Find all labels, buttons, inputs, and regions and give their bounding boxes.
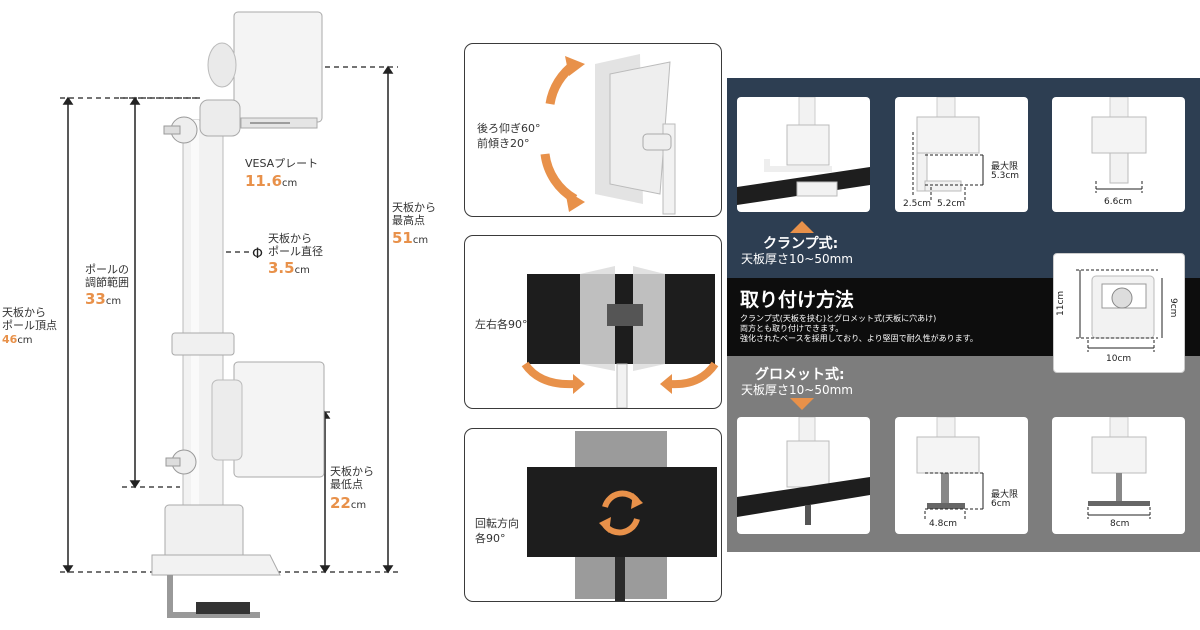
monitor-arm-illustration: Φ: [60, 11, 400, 618]
vesa-label: VESAプレート: [245, 157, 319, 170]
swivel-card: 左右各90°: [464, 235, 722, 409]
adjust-range-number: 33: [85, 290, 106, 308]
grommet-max-value: 6cm: [991, 499, 1011, 509]
clamp-back-tile: 6.6cm: [1052, 97, 1185, 212]
grommet-title: グロメット式:: [755, 367, 845, 383]
pole-diameter-label-2: ポール直径: [268, 245, 323, 258]
max-height-unit: cm: [412, 235, 429, 246]
min-height-number: 22: [330, 494, 351, 512]
pole-diameter-unit: cm: [294, 265, 310, 276]
min-height-unit: cm: [350, 500, 367, 511]
install-title: 取り付け方法: [740, 289, 855, 311]
grommet-back-tile: 8cm: [1052, 417, 1185, 534]
clamp-photo-tile: [737, 97, 870, 212]
clamp-title: クランプ式:: [763, 236, 839, 252]
grommet-diagram: [916, 417, 984, 521]
max-height-label-2: 最高点: [392, 214, 425, 227]
clamp-photo: [737, 97, 870, 205]
clamp-dim-3: 6.6cm: [1104, 197, 1133, 207]
tilt-card: 後ろ仰ぎ60° 前傾き20°: [464, 43, 722, 217]
base-diagram-tile: 11cm 9cm 10cm: [1053, 253, 1185, 373]
grommet-subtitle: 天板厚さ10~50mm: [741, 383, 853, 397]
clamp-diagram: [912, 97, 985, 202]
adjust-range-label-2: 調節範囲: [85, 276, 129, 289]
product-dimension-panel: Φ VESAプレート 11.6cm 天板から ポール直径 3.5cm ポールの …: [0, 0, 460, 630]
pole-diameter-number: 3.5: [268, 259, 295, 277]
max-height-value: 51cm: [392, 229, 428, 247]
grommet-back-diagram: [1087, 417, 1151, 519]
clamp-diagram-tile: 最大限 5.3cm 2.5cm 5.2cm: [895, 97, 1028, 212]
min-height-label-1: 天板から: [330, 465, 374, 478]
install-desc-1: クランプ式(天板を挟む)とグロメット式(天板に穴あけ): [740, 314, 937, 323]
pole-top-label-2: ポール頂点: [2, 319, 57, 332]
install-desc-2: 両方とも取り付けできます。: [740, 324, 844, 333]
clamp-subtitle: 天板厚さ10~50mm: [741, 252, 853, 266]
vesa-value: 11.6cm: [245, 172, 297, 190]
min-height-label-2: 最低点: [330, 478, 363, 491]
grommet-diagram-tile: 最大限 6cm 4.8cm: [895, 417, 1028, 534]
clamp-dim-1: 2.5cm: [903, 199, 932, 209]
rotate-illustration: [527, 431, 717, 601]
grommet-dim-2: 8cm: [1110, 519, 1130, 529]
down-arrow-icon: [790, 398, 814, 410]
clamp-dim-2: 5.2cm: [937, 199, 966, 209]
svg-text:Φ: Φ: [252, 246, 263, 262]
tilt-text-2: 前傾き20°: [477, 137, 530, 150]
clamp-back-diagram: [1091, 97, 1147, 193]
clamp-max-label: 最大限: [991, 162, 1019, 172]
rotate-text-2: 各90°: [475, 532, 506, 545]
base-h1: 11cm: [1056, 290, 1066, 316]
min-height-value: 22cm: [330, 494, 366, 512]
rotate-text-1: 回転方向: [475, 517, 519, 530]
pole-diameter-label-1: 天板から: [268, 232, 312, 245]
grommet-photo-tile: [737, 417, 870, 534]
rotate-card: 回転方向 各90°: [464, 428, 722, 602]
pole-top-label-1: 天板から: [2, 306, 46, 319]
base-w: 10cm: [1106, 354, 1132, 364]
max-height-number: 51: [392, 229, 413, 247]
up-arrow-icon: [790, 221, 814, 233]
vesa-unit: cm: [282, 178, 298, 189]
pole-top-value: 46cm: [2, 333, 33, 346]
pole-top-number: 46: [2, 333, 18, 346]
adjust-range-label-1: ポールの: [85, 263, 129, 276]
pole-diameter-value: 3.5cm: [268, 259, 310, 277]
base-diagram: [1076, 269, 1163, 352]
pole-top-unit: cm: [17, 335, 33, 346]
grommet-photo: [737, 417, 870, 525]
grommet-dim-1: 4.8cm: [929, 519, 958, 529]
install-desc-3: 強化されたベースを採用しており、より堅固で耐久性があります。: [740, 334, 978, 343]
adjust-range-value: 33cm: [85, 290, 121, 308]
grommet-max-label: 最大限: [991, 490, 1019, 500]
tilt-illustration: [540, 54, 676, 215]
max-height-label-1: 天板から: [392, 201, 436, 214]
clamp-max-value: 5.3cm: [991, 171, 1020, 181]
tilt-text-1: 後ろ仰ぎ60°: [477, 122, 541, 135]
base-h2: 9cm: [1168, 298, 1178, 318]
adjust-range-unit: cm: [105, 296, 122, 307]
vesa-number: 11.6: [245, 172, 283, 190]
swivel-illustration: [521, 266, 719, 408]
swivel-text: 左右各90°: [475, 318, 528, 331]
